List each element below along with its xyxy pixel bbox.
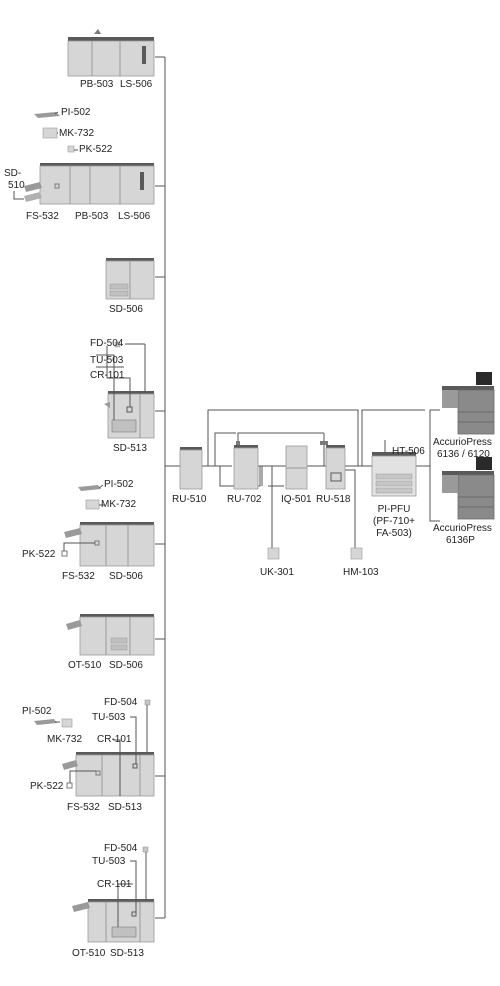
label-sd506-row6: SD-506	[109, 660, 143, 671]
label-cr101-row4: CR-101	[90, 370, 125, 381]
label-fd504-row4: FD-504	[90, 338, 124, 349]
connector-lines	[155, 56, 440, 919]
label-press1-line2: 6136 / 6120	[437, 449, 490, 460]
label-press1-line1: AccurioPress	[433, 437, 492, 448]
label-ot510-row8: OT-510	[72, 948, 106, 959]
label-tu503-row4: TU-503	[90, 355, 124, 366]
row4-machines	[96, 341, 155, 439]
label-pi502-row5: PI-502	[104, 479, 134, 490]
label-mk732-row7: MK-732	[47, 734, 83, 745]
label-tu503-row7: TU-503	[92, 712, 126, 723]
label-fs532-row2: FS-532	[26, 211, 59, 222]
label-sd506-row3: SD-506	[109, 304, 143, 315]
label-sd513-row7: SD-513	[108, 802, 142, 813]
row6-machines	[66, 614, 155, 656]
middle-machines	[179, 441, 417, 560]
label-sd513-row4: SD-513	[113, 443, 147, 454]
row7-machines	[34, 699, 155, 797]
label-fs532-row5: FS-532	[62, 571, 95, 582]
label-sd510-line2: 510	[8, 180, 25, 191]
row5-machines	[61, 485, 155, 567]
label-iq501: IQ-501	[281, 494, 312, 505]
label-ru510: RU-510	[172, 494, 207, 505]
label-sd510-line1: SD-	[4, 168, 22, 179]
label-sd513-row8: SD-513	[110, 948, 144, 959]
label-pk522-row5: PK-522	[22, 549, 56, 560]
label-tu503-row8: TU-503	[92, 856, 126, 867]
label-fd504-row7: FD-504	[104, 697, 138, 708]
label-pb503-row2: PB-503	[75, 211, 109, 222]
label-pipfu-line1: PI-PFU	[377, 504, 411, 515]
label-cr101-row8: CR-101	[97, 879, 132, 890]
label-uk301: UK-301	[260, 567, 294, 578]
row8-machines	[72, 846, 155, 943]
label-mk732-row5: MK-732	[101, 499, 137, 510]
label-pb503-row1: PB-503	[80, 79, 114, 90]
label-pk522-row2: PK-522	[79, 144, 113, 155]
row3-machines	[105, 258, 155, 300]
row1-machines	[67, 29, 155, 77]
label-ls506-row1: LS-506	[120, 79, 153, 90]
label-cr101-row7: CR-101	[97, 734, 132, 745]
label-ht506: HT-506	[392, 446, 425, 457]
label-pi502-row2: PI-502	[61, 107, 91, 118]
row2-machines	[24, 112, 155, 205]
label-ru702: RU-702	[227, 494, 262, 505]
press-machines	[442, 372, 495, 520]
label-pipfu-line2: (PF-710+	[373, 516, 415, 527]
label-hm103: HM-103	[343, 567, 379, 578]
label-ot510-row6: OT-510	[68, 660, 102, 671]
label-fd504-row8: FD-504	[104, 843, 138, 854]
label-fs532-row7: FS-532	[67, 802, 100, 813]
label-press2-line1: AccurioPress	[433, 523, 492, 534]
label-ru518: RU-518	[316, 494, 351, 505]
label-ls506-row2: LS-506	[118, 211, 151, 222]
label-pi502-row7: PI-502	[22, 706, 52, 717]
label-pk522-row7: PK-522	[30, 781, 64, 792]
label-pipfu-line3: FA-503)	[376, 528, 412, 539]
label-mk732-row2: MK-732	[59, 128, 95, 139]
label-press2-line2: 6136P	[446, 535, 475, 546]
label-sd506-row5: SD-506	[109, 571, 143, 582]
